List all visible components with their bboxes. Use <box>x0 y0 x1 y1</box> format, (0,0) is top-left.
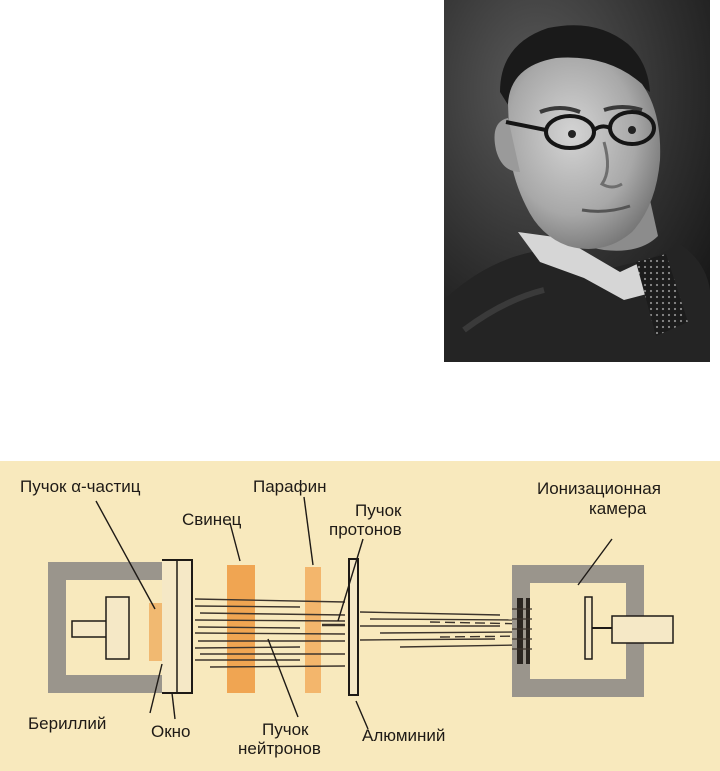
label-window: Окно <box>151 722 191 741</box>
label-neutron-beam-line-1: Пучок <box>262 720 309 739</box>
glasses <box>505 110 656 150</box>
neutron-experiment-diagram: Пучок α-частиц Свинец Парафин Пучок прот… <box>0 461 720 771</box>
label-lead: Свинец <box>182 510 242 529</box>
source-housing <box>48 562 173 693</box>
amplifier-box <box>611 615 674 644</box>
label-alpha-beam: Пучок α-частиц <box>20 477 141 496</box>
chamber-window-bar-1 <box>517 598 523 664</box>
neutron-beam <box>194 598 346 668</box>
lead-block <box>227 565 255 693</box>
paraffin-block <box>305 567 321 693</box>
hair <box>500 25 650 108</box>
portrait-photo <box>444 0 710 362</box>
polonium-holder <box>71 620 109 638</box>
chamber-electrode <box>584 596 593 660</box>
label-proton-beam-line-2: протонов <box>329 520 402 539</box>
label-paraffin: Парафин <box>253 477 326 496</box>
label-ionization-chamber-line-2: камера <box>589 499 647 518</box>
leader-lines <box>95 496 613 730</box>
window-plate <box>162 559 193 694</box>
shirt-collar <box>518 232 662 300</box>
tie <box>636 254 688 336</box>
chamber-window-bar-2 <box>526 598 530 664</box>
label-aluminium: Алюминий <box>362 726 445 745</box>
label-ionization-chamber-line-1: Ионизационная <box>537 479 661 498</box>
label-neutron-beam-line-2: нейтронов <box>238 739 321 758</box>
aluminium-foil <box>348 558 359 696</box>
label-proton-beam-line-1: Пучок <box>355 501 402 520</box>
polonium-holder-disk <box>105 596 130 660</box>
ionization-chamber-housing <box>512 565 644 697</box>
beryllium-target <box>149 603 163 661</box>
label-beryllium: Бериллий <box>28 714 106 733</box>
